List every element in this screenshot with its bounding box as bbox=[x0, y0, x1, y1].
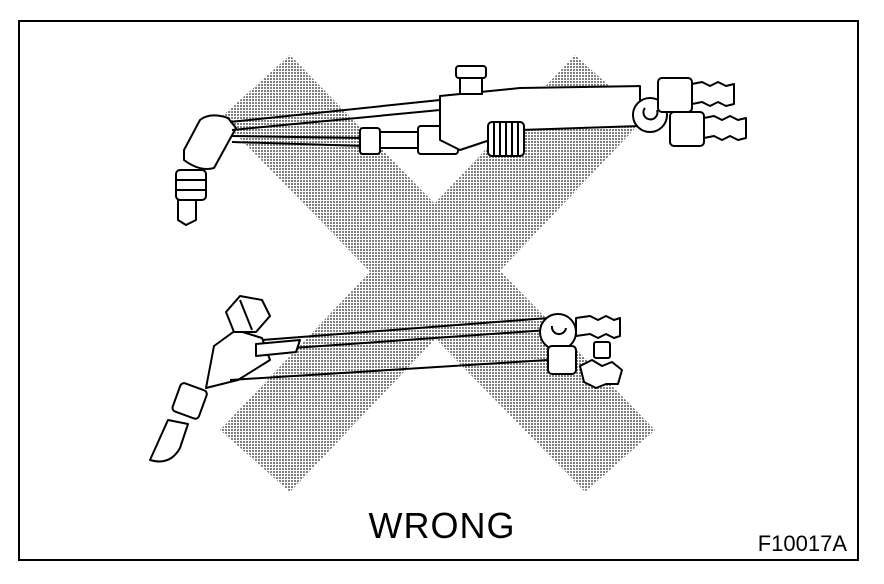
lower-torch-icon bbox=[149, 295, 623, 463]
upper-torch-icon bbox=[175, 65, 747, 226]
figure-frame bbox=[18, 20, 859, 561]
x-mark-icon bbox=[220, 55, 655, 492]
figure-caption: WRONG bbox=[368, 505, 516, 546]
figure-id-label: F10017A bbox=[757, 531, 847, 556]
